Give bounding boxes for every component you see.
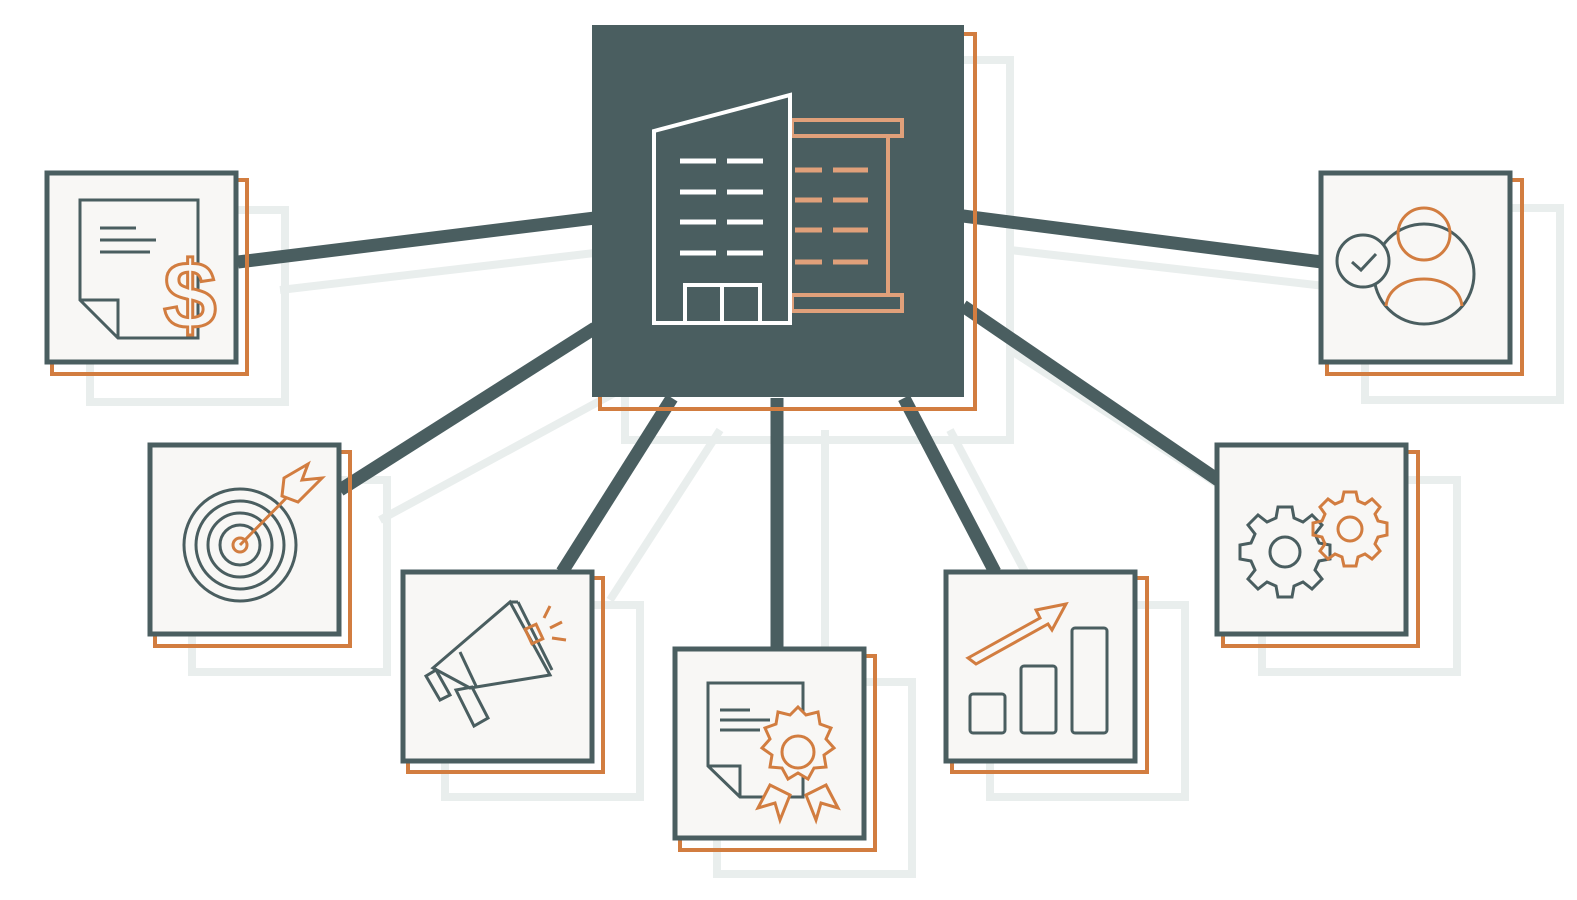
growth-chart-icon [965, 601, 1109, 735]
certificate-badge-icon [706, 681, 841, 825]
connector-growth [898, 394, 1001, 576]
node-goals[interactable] [147, 442, 352, 648]
connector-marketing [556, 394, 678, 576]
invoice-dollar-icon: $ [78, 198, 218, 351]
connector-finance [237, 211, 596, 269]
connector-approved-user [962, 209, 1323, 269]
user-check-icon [1335, 206, 1476, 326]
connector-goals [336, 322, 599, 496]
target-arrow-icon [182, 460, 327, 603]
node-finance[interactable]: $ [44, 170, 249, 376]
gears-icon [1238, 490, 1389, 599]
svg-text:$: $ [163, 242, 216, 349]
office-building-icon [652, 92, 904, 325]
connectors [237, 209, 1323, 650]
node-approved-user[interactable] [1318, 170, 1524, 376]
hub-card [592, 25, 977, 411]
node-marketing[interactable] [400, 569, 605, 774]
connector-operations [959, 300, 1222, 486]
node-operations[interactable] [1214, 442, 1420, 648]
node-growth[interactable] [943, 569, 1149, 774]
node-certification[interactable] [672, 646, 877, 852]
megaphone-icon [423, 599, 567, 729]
